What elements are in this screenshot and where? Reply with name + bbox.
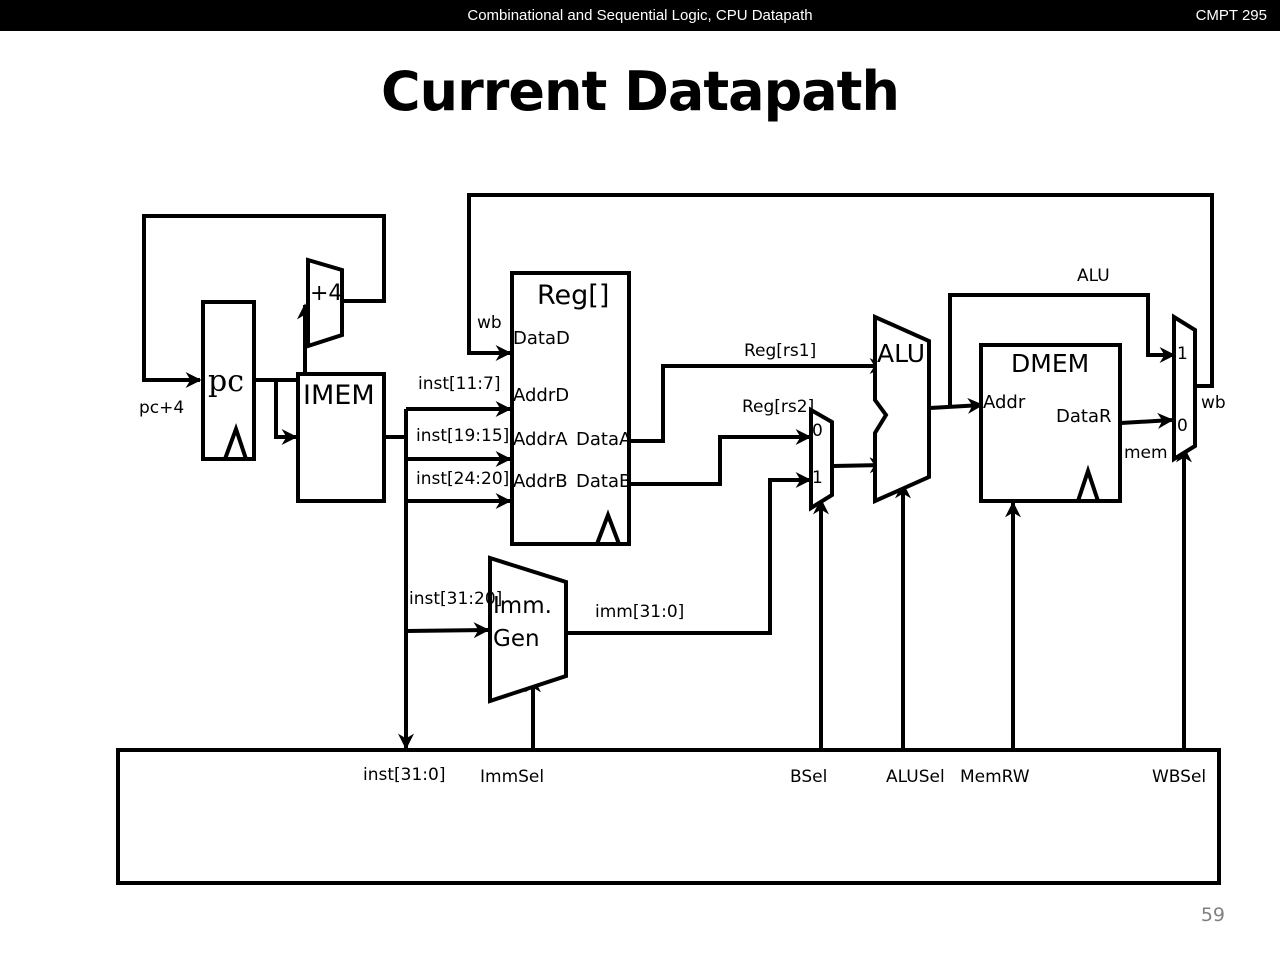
wbmux-in0: 0 <box>1177 416 1188 436</box>
port-addr-b: AddrB <box>513 471 568 492</box>
wire-wb-feedback <box>467 193 1214 388</box>
port-dmem-data-r: DataR <box>1056 406 1112 427</box>
port-addr-a: AddrA <box>513 429 568 450</box>
wire-alu-to-wbmux <box>948 293 1176 407</box>
wire-inst-31-20 <box>405 622 490 639</box>
adder-label: +4 <box>310 281 342 306</box>
alu-label: ALU <box>877 339 925 368</box>
alu-block <box>873 313 931 505</box>
bsel-mux <box>809 406 834 512</box>
slide-title: Current Datapath <box>381 60 900 123</box>
label-inst-19-15: inst[19:15] <box>416 426 509 446</box>
label-inst-11-7: inst[11:7] <box>418 374 500 394</box>
wire-reg-rs1 <box>630 358 886 443</box>
pc-adder <box>306 257 344 349</box>
wire-alu-to-dmem <box>929 397 984 414</box>
regfile-clock-icon <box>595 509 621 545</box>
label-imm-31-0: imm[31:0] <box>595 602 684 622</box>
wire-reg-rs2 <box>630 429 812 486</box>
header-bar: Combinational and Sequential Logic, CPU … <box>0 0 1280 31</box>
label-inst-24-20: inst[24:20] <box>416 469 509 489</box>
imem-label: IMEM <box>303 380 375 411</box>
label-wb-in: wb <box>477 313 502 333</box>
signal-inst: inst[31:0] <box>363 765 445 785</box>
port-addr-d: AddrD <box>513 385 569 406</box>
wire-mem <box>1120 412 1174 429</box>
wire-pc-to-imem <box>274 380 298 445</box>
dmem-clock-icon <box>1076 464 1100 502</box>
label-pc-plus-4: pc+4 <box>139 398 184 418</box>
control-unit <box>116 748 1221 885</box>
imem-block <box>296 372 386 503</box>
pc-clock-icon <box>223 422 248 460</box>
signal-immsel: ImmSel <box>480 767 544 787</box>
port-data-d: DataD <box>513 328 570 349</box>
wire-pc-to-adder <box>254 303 313 382</box>
imm-gen-label-1: Imm. <box>493 593 552 619</box>
wbsel-mux <box>1172 313 1197 463</box>
wire-pc-plus-4 <box>142 214 386 388</box>
port-dmem-addr: Addr <box>983 392 1026 413</box>
dmem-block <box>979 343 1122 503</box>
signal-bsel: BSel <box>790 767 827 787</box>
imm-gen-label-2: Gen <box>493 626 540 652</box>
label-reg-rs2: Reg[rs2] <box>742 397 814 417</box>
signal-alusel: ALUSel <box>886 767 945 787</box>
regfile-block <box>510 271 631 546</box>
course-title: Combinational and Sequential Logic, CPU … <box>467 7 813 24</box>
pc-register <box>201 300 256 461</box>
regfile-label: Reg[] <box>537 280 609 311</box>
label-inst-31-20: inst[31:20] <box>409 589 502 609</box>
dmem-label: DMEM <box>1011 349 1089 378</box>
wire-imm <box>566 472 812 635</box>
imm-gen-block <box>488 555 568 704</box>
port-data-b: DataB <box>576 471 631 492</box>
label-alu-out: ALU <box>1077 266 1110 286</box>
port-data-a: DataA <box>576 429 632 450</box>
signal-memrw: MemRW <box>960 767 1030 787</box>
signal-wbsel: WBSel <box>1152 767 1206 787</box>
bmux-in0: 0 <box>812 421 823 441</box>
wbmux-in1: 1 <box>1177 344 1188 364</box>
label-mem: mem <box>1124 443 1168 463</box>
course-code: CMPT 295 <box>1195 7 1267 24</box>
label-reg-rs1: Reg[rs1] <box>744 341 816 361</box>
label-wb-out: wb <box>1201 393 1226 413</box>
page-number: 59 <box>1200 904 1225 926</box>
bmux-in1: 1 <box>812 468 823 488</box>
pc-label: pc <box>208 364 244 399</box>
